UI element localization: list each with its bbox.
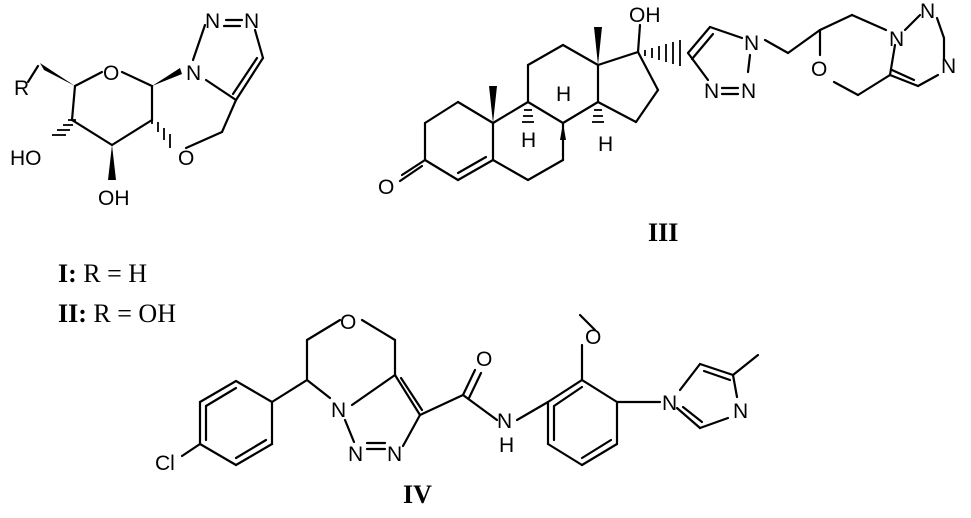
compound-label-III: III (648, 218, 678, 247)
atom-Cl: Cl (155, 452, 175, 475)
compound-I-II-structure: R O N N N O HO OH (10, 10, 265, 210)
atom-triazole-N1: N (331, 399, 346, 422)
atom-methoxy-O: O (585, 326, 601, 349)
atom-HO: HO (10, 147, 42, 170)
atom-H-C14: H (598, 133, 613, 156)
atom-ring-O: O (103, 62, 119, 85)
atom-N3: N (244, 10, 259, 33)
definition-I: I: R = H (58, 259, 147, 288)
atom-amide-N: N (497, 410, 512, 433)
atom-oxazine-O: O (178, 147, 194, 170)
hash-bond-to-triazole (644, 40, 681, 66)
atom-N2: N (205, 10, 220, 33)
atom-ketone-O: O (378, 176, 394, 199)
hash-bond-H-C14 (592, 109, 604, 123)
compound-label-IV: IV (403, 480, 432, 509)
atom-OH: OH (98, 187, 130, 210)
atom-triazole-N2: N (348, 443, 363, 466)
atom-imidazole-N3: N (733, 400, 748, 423)
atom-triazole-B-N3: N (941, 55, 956, 78)
atom-H-C8: H (556, 83, 571, 106)
definition-II: II: R = OH (58, 299, 176, 328)
atom-triazole-A-N2: N (741, 80, 756, 103)
atom-R: R (14, 77, 29, 100)
atom-OH: OH (629, 4, 661, 27)
atom-triazole-A-N3: N (704, 80, 719, 103)
hash-bond-HO (52, 119, 76, 136)
compound-III-structure: OH O H H H N N N O N N N (378, 0, 956, 199)
atom-triazole-N3: N (387, 443, 402, 466)
atom-oxazine-O: O (811, 58, 827, 81)
compound-IV-structure: O O O N N N N H Cl N N (155, 311, 760, 475)
hash-bond-H-C9 (522, 109, 534, 123)
atom-H-C9: H (521, 129, 536, 152)
atom-amide-H: H (499, 434, 514, 457)
atom-imidazole-N1: N (662, 392, 677, 415)
atom-amide-O: O (476, 348, 492, 371)
compound-I-II-labels: I: R = H II: R = OH (58, 259, 176, 328)
hash-bond-O (151, 116, 171, 148)
atom-triazole-A-N1: N (744, 32, 759, 55)
atom-triazole-B-N1: N (889, 28, 904, 51)
atom-N1: N (186, 62, 201, 85)
atom-triazole-B-N2: N (920, 0, 935, 23)
atom-oxazine-O: O (340, 311, 356, 334)
